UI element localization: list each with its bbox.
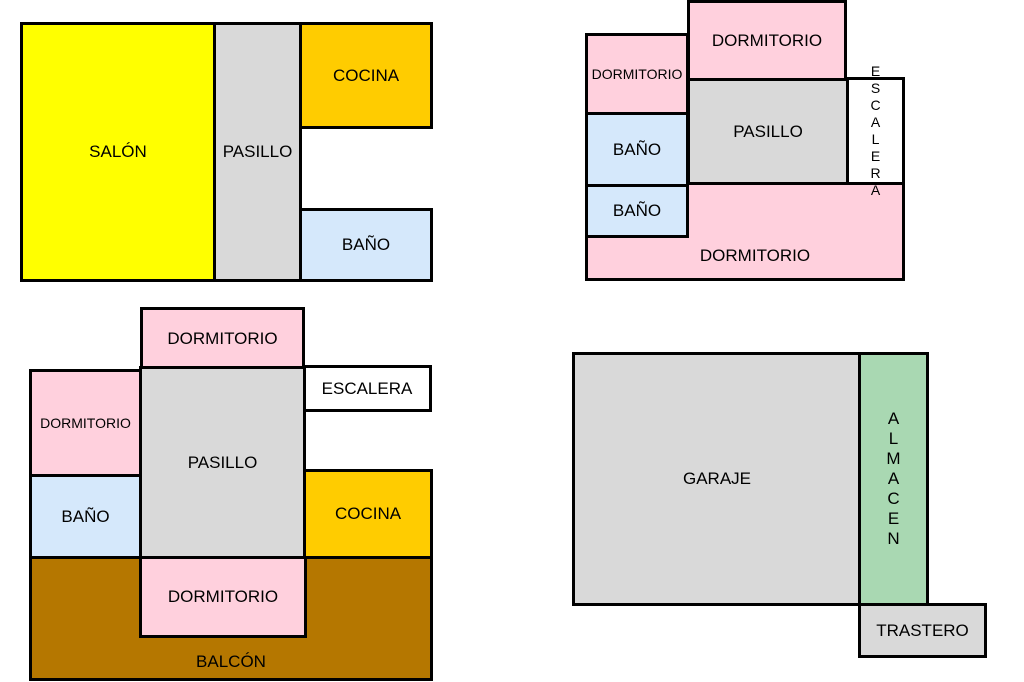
room-label: DORMITORIO: [40, 415, 131, 431]
room-salon: SALÓN: [20, 22, 216, 282]
room-label: DORMITORIO: [699, 246, 811, 265]
room-label: BAÑO: [612, 201, 662, 220]
room-label: SALÓN: [89, 142, 147, 161]
room-label: ALMACEN: [884, 409, 903, 549]
room-label: COCINA: [332, 65, 400, 85]
room-label: PASILLO: [733, 121, 803, 141]
room-label: PASILLO: [187, 452, 258, 472]
room-escalera: ESCALERA: [302, 365, 432, 412]
room-cocina: COCINA: [303, 469, 433, 559]
room-pasillo: PASILLO: [213, 22, 302, 282]
room-label: TRASTERO: [876, 620, 969, 640]
room-label: ESCALERA: [321, 378, 413, 398]
room-bano: BAÑO: [29, 474, 142, 559]
room-dormitorio-left: DORMITORIO: [585, 33, 689, 115]
room-label: DORMITORIO: [167, 587, 279, 606]
room-label: DORMITORIO: [591, 66, 683, 82]
room-dormitorio-bottom: DORMITORIO: [139, 556, 307, 638]
room-pasillo: PASILLO: [139, 366, 306, 559]
room-dormitorio-top: DORMITORIO: [140, 307, 305, 370]
room-label: PASILLO: [222, 142, 293, 161]
room-bano: BAÑO: [299, 208, 433, 282]
room-label: DORMITORIO: [711, 30, 823, 50]
room-label: GARAJE: [682, 469, 752, 488]
room-bano-1: BAÑO: [585, 112, 689, 187]
room-cocina: COCINA: [299, 22, 433, 129]
room-dormitorio-top: DORMITORIO: [687, 0, 847, 81]
room-balcon: BALCÓN: [29, 556, 433, 681]
room-label: BALCÓN: [196, 652, 266, 671]
room-label: ESCALERA: [867, 63, 884, 199]
room-garaje: GARAJE: [572, 352, 862, 606]
room-label: COCINA: [334, 504, 402, 523]
room-dormitorio-left: DORMITORIO: [29, 369, 142, 477]
room-label: BAÑO: [341, 235, 391, 254]
room-pasillo: PASILLO: [687, 78, 849, 185]
room-label: BAÑO: [612, 139, 662, 159]
room-trastero: TRASTERO: [858, 603, 987, 658]
room-label: BAÑO: [61, 506, 110, 526]
room-escalera: ESCALERA: [846, 63, 905, 199]
room-bano-2: BAÑO: [585, 184, 689, 238]
room-almacen: ALMACEN: [858, 352, 929, 606]
room-label: DORMITORIO: [167, 328, 278, 348]
